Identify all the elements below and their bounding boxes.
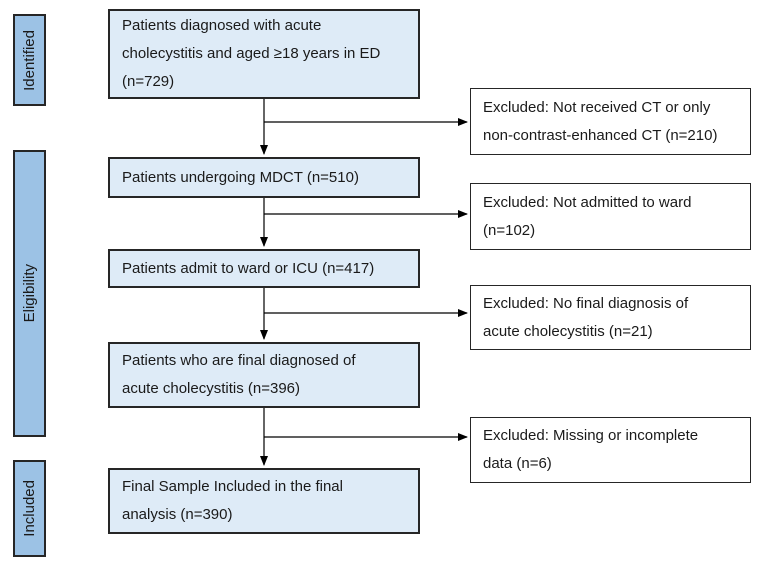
- stage-label-eligibility: Eligibility: [13, 150, 46, 437]
- flow-box-mdct: Patients undergoing MDCT (n=510): [108, 157, 420, 198]
- flow-box-admitted: Patients admit to ward or ICU (n=417): [108, 249, 420, 288]
- excluded-box-no-ct-text: Excluded: Not received CT or only non-co…: [483, 98, 718, 144]
- excluded-box-not-admitted: Excluded: Not admitted to ward (n=102): [470, 183, 751, 250]
- flow-box-mdct-text: Patients undergoing MDCT (n=510): [122, 168, 359, 186]
- stage-label-eligibility-text: Eligibility: [21, 264, 38, 323]
- excluded-box-missing-data: Excluded: Missing or incomplete data (n=…: [470, 417, 751, 483]
- flow-box-admitted-text: Patients admit to ward or ICU (n=417): [122, 259, 375, 277]
- excluded-box-no-final-diagnosis: Excluded: No final diagnosis of acute ch…: [470, 285, 751, 350]
- flow-box-final-diagnosis-text: Patients who are final diagnosed of acut…: [122, 352, 356, 397]
- flow-box-final-sample-text: Final Sample Included in the final analy…: [122, 478, 343, 523]
- flow-box-diagnosed-text: Patients diagnosed with acute cholecysti…: [122, 17, 381, 90]
- excluded-box-no-final-diagnosis-text: Excluded: No final diagnosis of acute ch…: [483, 294, 689, 340]
- flow-box-diagnosed: Patients diagnosed with acute cholecysti…: [108, 9, 420, 99]
- stage-label-included: Included: [13, 460, 46, 557]
- excluded-box-no-ct: Excluded: Not received CT or only non-co…: [470, 88, 751, 155]
- stage-label-identified: Identified: [13, 14, 46, 106]
- excluded-box-not-admitted-text: Excluded: Not admitted to ward (n=102): [483, 193, 692, 239]
- flow-box-final-sample: Final Sample Included in the final analy…: [108, 468, 420, 534]
- flow-box-final-diagnosis: Patients who are final diagnosed of acut…: [108, 342, 420, 408]
- excluded-box-missing-data-text: Excluded: Missing or incomplete data (n=…: [483, 427, 699, 472]
- stage-label-identified-text: Identified: [21, 29, 38, 91]
- stage-label-included-text: Included: [21, 480, 38, 537]
